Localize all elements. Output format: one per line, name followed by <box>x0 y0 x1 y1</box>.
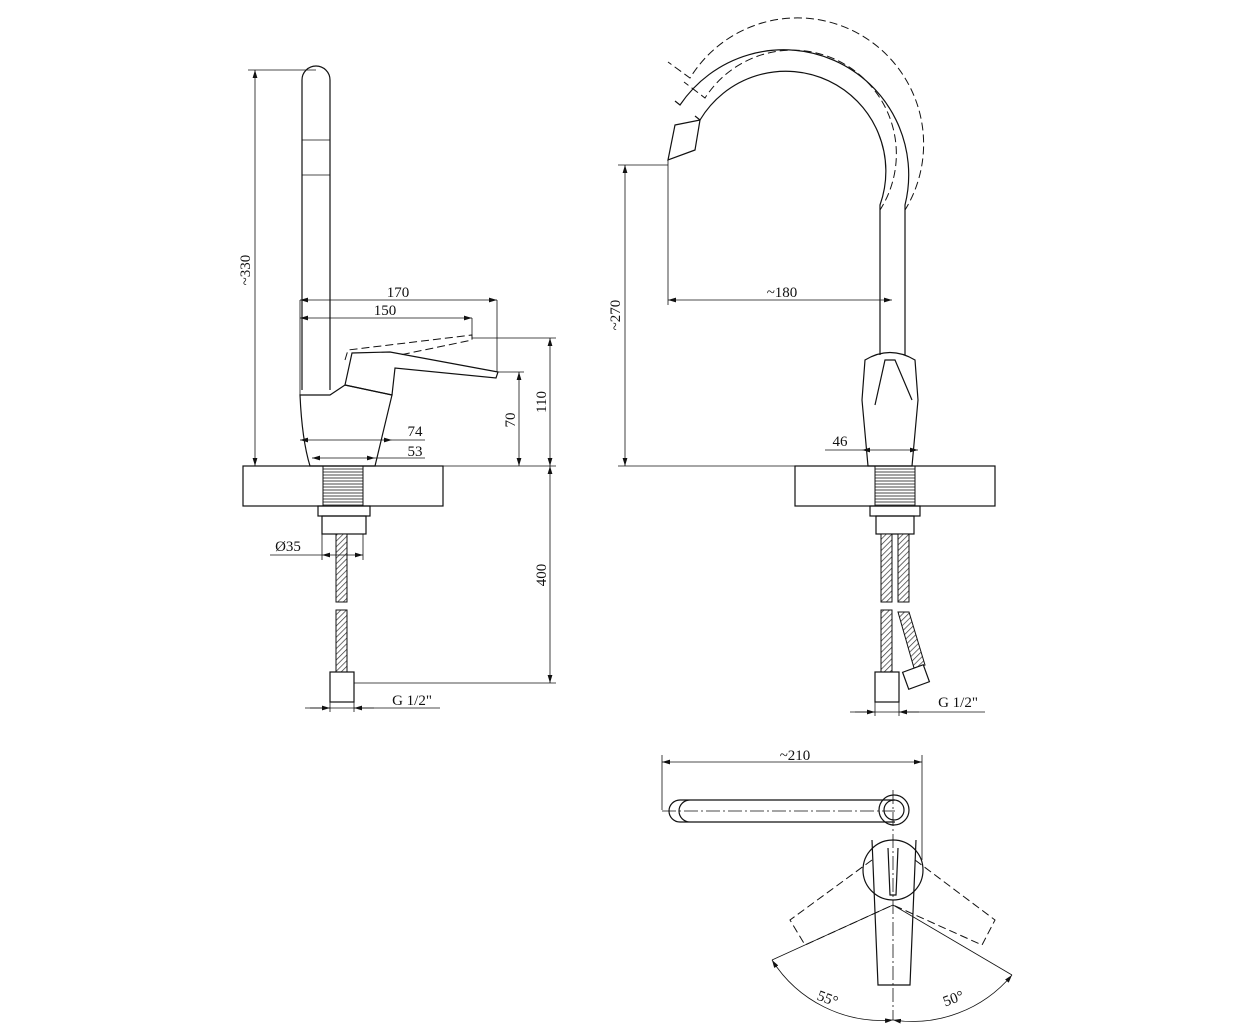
spout-nozzle <box>667 119 701 161</box>
hose-nut <box>329 671 355 703</box>
lever-open-position <box>344 334 473 361</box>
spout-reach-dimension: ~180 <box>767 285 798 301</box>
lever-open-height-dimension: 110 <box>534 391 550 413</box>
lever-rotated-positions <box>789 859 996 946</box>
hose-length-dimension: 400 <box>534 564 550 587</box>
thread-diameter-dimension: Ø35 <box>275 539 301 555</box>
base-width-dimension: 53 <box>408 444 423 460</box>
gooseneck-spout <box>674 49 910 355</box>
spout-height-dimension: ~270 <box>608 300 624 331</box>
threaded-stud <box>322 465 364 507</box>
supply-hose <box>335 533 348 603</box>
top-view: ~210 55° 50° <box>661 748 1013 1024</box>
right-angle-dimension: 50° <box>941 988 966 1010</box>
body-width-dimension: 74 <box>408 424 424 440</box>
lever-reach-dimension: 170 <box>387 285 410 301</box>
supply-hose <box>880 533 893 603</box>
connection-thread-label: G 1/2" <box>938 695 978 711</box>
left-angle-dimension: 55° <box>815 988 840 1010</box>
lever-handle <box>344 351 499 396</box>
lever-handle <box>874 359 913 406</box>
height-dimension: ~330 <box>238 255 254 286</box>
side-view: ~330 170 150 110 70 74 53 400 Ø35 G 1/2" <box>238 65 556 712</box>
connection-thread-label: G 1/2" <box>392 693 432 709</box>
spout-tube <box>301 65 331 390</box>
mixer-body <box>861 351 919 467</box>
mixer-body <box>299 384 393 467</box>
spout-length-dimension: ~210 <box>780 748 811 764</box>
front-view: ~270 ~180 46 G 1/2" <box>608 17 996 716</box>
lever-height-dimension: 70 <box>503 413 519 428</box>
body-width-dimension: 46 <box>833 434 849 450</box>
spout-reach-dimension: 150 <box>374 303 397 319</box>
hose-nut <box>874 671 900 703</box>
spout-rotated-position <box>667 17 925 355</box>
